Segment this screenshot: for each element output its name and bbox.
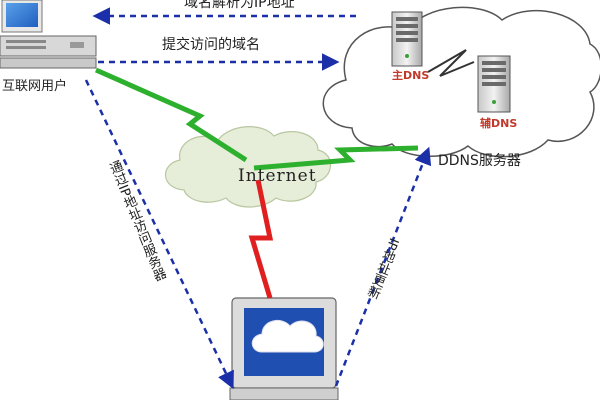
ddns-server-label: DDNS服务器	[438, 153, 521, 169]
submit-domain-label: 提交访问的域名	[162, 37, 260, 53]
user-internet-link	[94, 67, 248, 163]
secondary-dns-server-icon	[477, 55, 511, 113]
internet-cloud-icon	[164, 126, 332, 208]
ip-update-arrow	[334, 146, 432, 387]
dns-sync-link	[427, 49, 475, 77]
primary-dns-label: 主DNS	[392, 69, 430, 82]
resolve-domain-label: 域名解析为IP地址	[184, 0, 295, 11]
secondary-dns-label: 辅DNS	[480, 117, 518, 130]
primary-dns-server-icon	[391, 11, 423, 67]
user-computer-icon	[0, 0, 97, 69]
server-internet-link	[248, 179, 274, 299]
ddns-internet-link	[253, 145, 419, 171]
web-server-computer-icon	[229, 297, 339, 400]
ddns-cloud-icon	[322, 6, 600, 158]
internet-label: Internet	[238, 166, 317, 186]
access-server-arrow	[84, 79, 234, 390]
internet-user-label: 互联网用户	[2, 79, 68, 94]
